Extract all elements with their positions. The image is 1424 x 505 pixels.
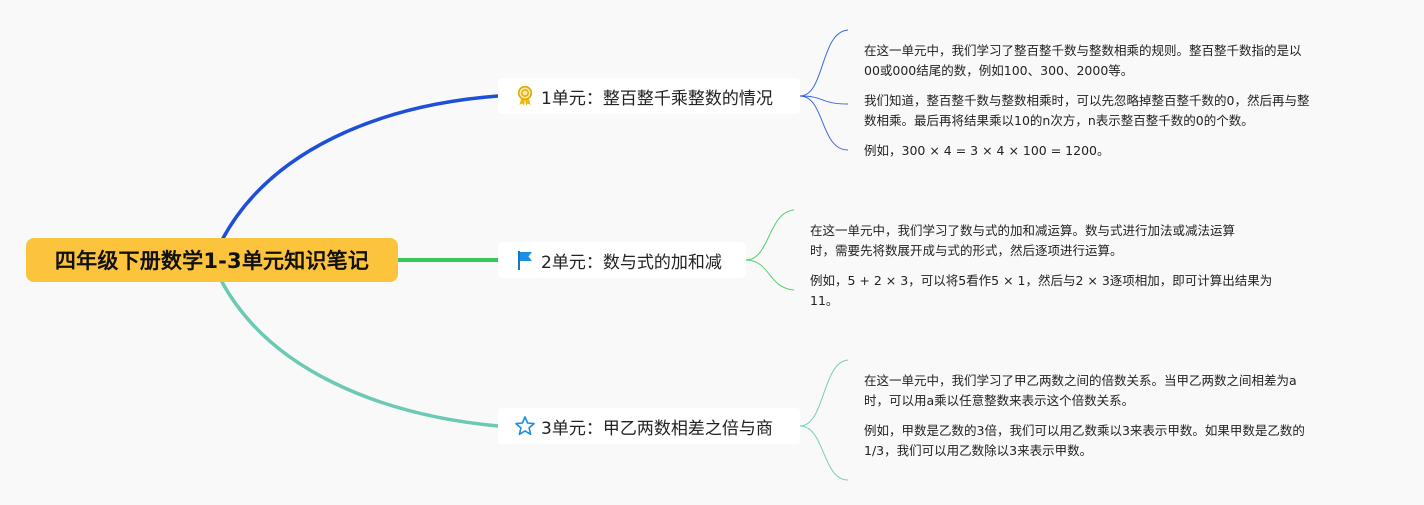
root-topic-title: 四年级下册数学1-3单元知识笔记 xyxy=(54,249,370,273)
note-unit-2-rule[interactable]: 在这一单元中，我们学习了数与式的加和减运算。数与式进行加法或减法运算 时，需要先… xyxy=(810,221,1235,261)
branch-topic-label: 2单元：数与式的加和减 xyxy=(541,252,722,273)
note-unit-1-example[interactable]: 例如，300 × 4 = 3 × 4 × 100 = 1200。 xyxy=(864,141,1110,161)
note-line: 在这一单元中，我们学习了整百整千数与整数相乘的规则。整百整千数指的是以 xyxy=(864,43,1302,58)
star-icon xyxy=(514,415,536,437)
branch-1-connector xyxy=(220,94,500,242)
note-line: 在这一单元中，我们学习了数与式的加和减运算。数与式进行加法或减法运算 xyxy=(810,223,1236,238)
note-line: 1/3，我们可以用乙数除以3来表示甲数。 xyxy=(864,443,1093,458)
root-topic[interactable]: 四年级下册数学1-3单元知识笔记 xyxy=(26,238,398,282)
note-line: 在这一单元中，我们学习了甲乙两数之间的倍数关系。当甲乙两数之间相差为a xyxy=(864,373,1297,388)
note-unit-3-example[interactable]: 例如，甲数是乙数的3倍，我们可以用乙数乘以3来表示甲数。如果甲数是乙数的 1/3… xyxy=(864,421,1305,461)
branch-3-connector xyxy=(220,280,500,428)
award-ribbon-icon xyxy=(514,85,536,107)
note-line: 例如，300 × 4 = 3 × 4 × 100 = 1200。 xyxy=(864,143,1110,158)
branch-3-note-brackets xyxy=(799,359,849,481)
flag-icon xyxy=(514,249,536,271)
note-unit-1-rule[interactable]: 在这一单元中，我们学习了整百整千数与整数相乘的规则。整百整千数指的是以 00或0… xyxy=(864,41,1302,81)
branch-topic-label: 1单元：整百整千乘整数的情况 xyxy=(541,88,773,109)
branch-topic-unit-1[interactable]: 1单元：整百整千乘整数的情况 xyxy=(498,78,800,114)
branch-2-note-brackets xyxy=(745,209,795,291)
branch-topic-unit-3[interactable]: 3单元：甲乙两数相差之倍与商 xyxy=(498,408,800,444)
note-unit-3-rule[interactable]: 在这一单元中，我们学习了甲乙两数之间的倍数关系。当甲乙两数之间相差为a 时，可以… xyxy=(864,371,1297,411)
note-line: 时，需要先将数展开成与式的形式，然后逐项进行运算。 xyxy=(810,243,1123,258)
note-line: 11。 xyxy=(810,293,839,308)
note-line: 时，可以用a乘以任意整数来表示这个倍数关系。 xyxy=(864,393,1135,408)
branch-topic-unit-2[interactable]: 2单元：数与式的加和减 xyxy=(498,242,746,278)
note-line: 00或000结尾的数，例如100、300、2000等。 xyxy=(864,63,1134,78)
branch-1-note-brackets xyxy=(799,29,849,151)
note-line: 数相乘。最后再将结果乘以10的n次方，n表示整百整千数的0的个数。 xyxy=(864,113,1254,128)
branch-topic-label: 3单元：甲乙两数相差之倍与商 xyxy=(541,418,773,439)
note-line: 例如，甲数是乙数的3倍，我们可以用乙数乘以3来表示甲数。如果甲数是乙数的 xyxy=(864,423,1305,438)
note-line: 例如，5 + 2 × 3，可以将5看作5 × 1，然后与2 × 3逐项相加，即可… xyxy=(810,273,1273,288)
note-unit-1-method[interactable]: 我们知道，整百整千数与整数相乘时，可以先忽略掉整百整千数的0，然后再与整 数相乘… xyxy=(864,91,1309,131)
note-unit-2-example[interactable]: 例如，5 + 2 × 3，可以将5看作5 × 1，然后与2 × 3逐项相加，即可… xyxy=(810,271,1272,311)
note-line: 我们知道，整百整千数与整数相乘时，可以先忽略掉整百整千数的0，然后再与整 xyxy=(864,93,1310,108)
